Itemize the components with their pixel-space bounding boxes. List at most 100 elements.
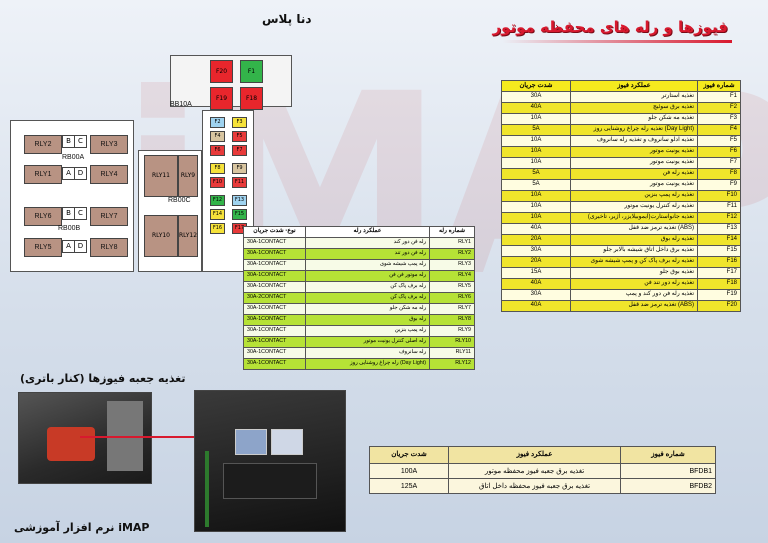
block-label-rb00b: RB00B [58,225,81,232]
relay-row-cell: RLY10 [429,336,475,348]
fuse-f2: F2 [210,117,225,128]
fuse-col-number: شماره فیوز [697,80,741,92]
pin-d: D [74,167,87,180]
relay-row-cell: رله فن دور تند [305,248,430,260]
pin-a: A [62,167,75,180]
fuse-f18: F18 [240,87,263,110]
pin-c: C [74,135,87,148]
relay-row-cell: 30A-1CONTACT [243,336,306,348]
relay-col-number: شماره رله [429,226,475,238]
fuse-row-cell: F6 [697,146,741,158]
relay-rly1: RLY1 [24,165,62,184]
relay-row-cell: 30A-1CONTACT [243,303,306,315]
relay-rly8: RLY8 [90,238,128,257]
fuse-row-cell: F14 [697,234,741,246]
relay-row-cell: رله پمپ شیشه شوی [305,259,430,271]
block-label-bb10a: BB10A [170,101,192,108]
fuse-row-cell: F12 [697,212,741,224]
fuse-row-cell: تغذیه رله چراغ روشنایی روز (Day Light) [570,124,698,136]
relay-row-cell: رله مه شکن جلو [305,303,430,315]
fuse-row-cell: F8 [697,168,741,180]
relay-row-cell: 30A-1CONTACT [243,237,306,249]
relay-row-cell: RLY4 [429,270,475,282]
fuse-row-cell: تغذیه ادلو سانروف و تغذیه رله سانروف [570,135,698,147]
fusebox-closeup-photo [194,390,346,532]
battery-cover-image [47,427,95,461]
relay-row-cell: رله موتور فن فن [305,270,430,282]
battery-row-cell: 125A [369,478,449,494]
fuse-f1: F1 [240,60,263,83]
fuse-row-cell: F9 [697,179,741,191]
fuse-f12: F12 [210,195,225,206]
fuse-row-cell: تغذیه رله پمپ بنزین [570,190,698,202]
fuse-col-current: شدت جریان [501,80,571,92]
fuse-row-cell: 10A [501,135,571,147]
fuse-row-cell: F20 [697,300,741,312]
bfdb1-fuse-image [235,429,267,455]
relay-row-cell: RLY1 [429,237,475,249]
fuse-f4: F4 [210,131,225,142]
fuse-row-cell: 30A [501,289,571,301]
fuse-row-cell: 40A [501,223,571,235]
relay-row-cell: رله برف پاک کن [305,281,430,293]
fuse-row-cell: F1 [697,91,741,103]
block-label-rb00c: RB00C [168,197,191,204]
fuse-f5: F5 [232,131,247,142]
terminal-block-image [223,463,317,499]
fuse-row-cell: 10A [501,201,571,213]
relay-row-cell: 30A-1CONTACT [243,314,306,326]
fuse-row-cell: 10A [501,190,571,202]
battery-row-cell: 100A [369,463,449,479]
relay-row-cell: 30A-1CONTACT [243,270,306,282]
fuse-row-cell: تغذیه ترمز ضد قفل (ABS) [570,223,698,235]
relay-row-cell: RLY2 [429,248,475,260]
relay-row-cell: رله چراغ روشنایی روز (Day Light) [305,358,430,370]
battery-row-cell: BFDB1 [620,463,716,479]
fuse-row-cell: تغذیه رله برف پاک کن و پمپ شیشه شوی [570,256,698,268]
fuse-row-cell: تغذیه یونیت موتور [570,146,698,158]
fuse-f13: F13 [232,195,247,206]
relay-rly5: RLY5 [24,238,62,257]
relay-row-cell: RLY3 [429,259,475,271]
pin-b-2: B [62,207,75,220]
fuse-row-cell: F16 [697,256,741,268]
relay-row-cell: 30A-1CONTACT [243,259,306,271]
fuse-row-cell: F19 [697,289,741,301]
relay-row-cell: 30A-1CONTACT [243,281,306,293]
relay-row-cell: RLY11 [429,347,475,359]
fuse-row-cell: تغذیه بوق جلو [570,267,698,279]
fuse-row-cell: 5A [501,168,571,180]
relay-row-cell: 30A-1CONTACT [243,325,306,337]
batt-col-current: شدت جریان [369,446,449,464]
fuse-f7: F7 [232,145,247,156]
battery-photo [18,392,152,484]
fuse-row-cell: تغذیه رله فن دور کند و پمپ [570,289,698,301]
footer-brand: نرم افزار آموزشی iMAP [14,521,150,534]
battery-caption: تغذیه جعبه فیوزها (کنار باتری) [20,372,186,385]
battery-row-cell: تغذیه برق جعبه فیوز محفظه داخل اتاق [448,478,621,494]
battery-row-cell: BFDB2 [620,478,716,494]
fuse-row-cell: F3 [697,113,741,125]
fuse-row-cell: تغذیه جانواستارت(ایموبیلایزر، آژیر، تاخی… [570,212,698,224]
fuse-row-cell: 40A [501,102,571,114]
relay-row-cell: رله سانروف [305,347,430,359]
fuse-row-cell: تغذیه رله کنترل یونیت موتور [570,201,698,213]
pin-d-2: D [74,240,87,253]
relay-table: نوع- شدت جریان عملکرد رله شماره رله 30A-… [243,226,475,370]
fuse-row-cell: F10 [697,190,741,202]
bfdb2-fuse-image [271,429,303,455]
relay-row-cell: RLY7 [429,303,475,315]
relay-row-cell: 30A-1CONTACT [243,248,306,260]
